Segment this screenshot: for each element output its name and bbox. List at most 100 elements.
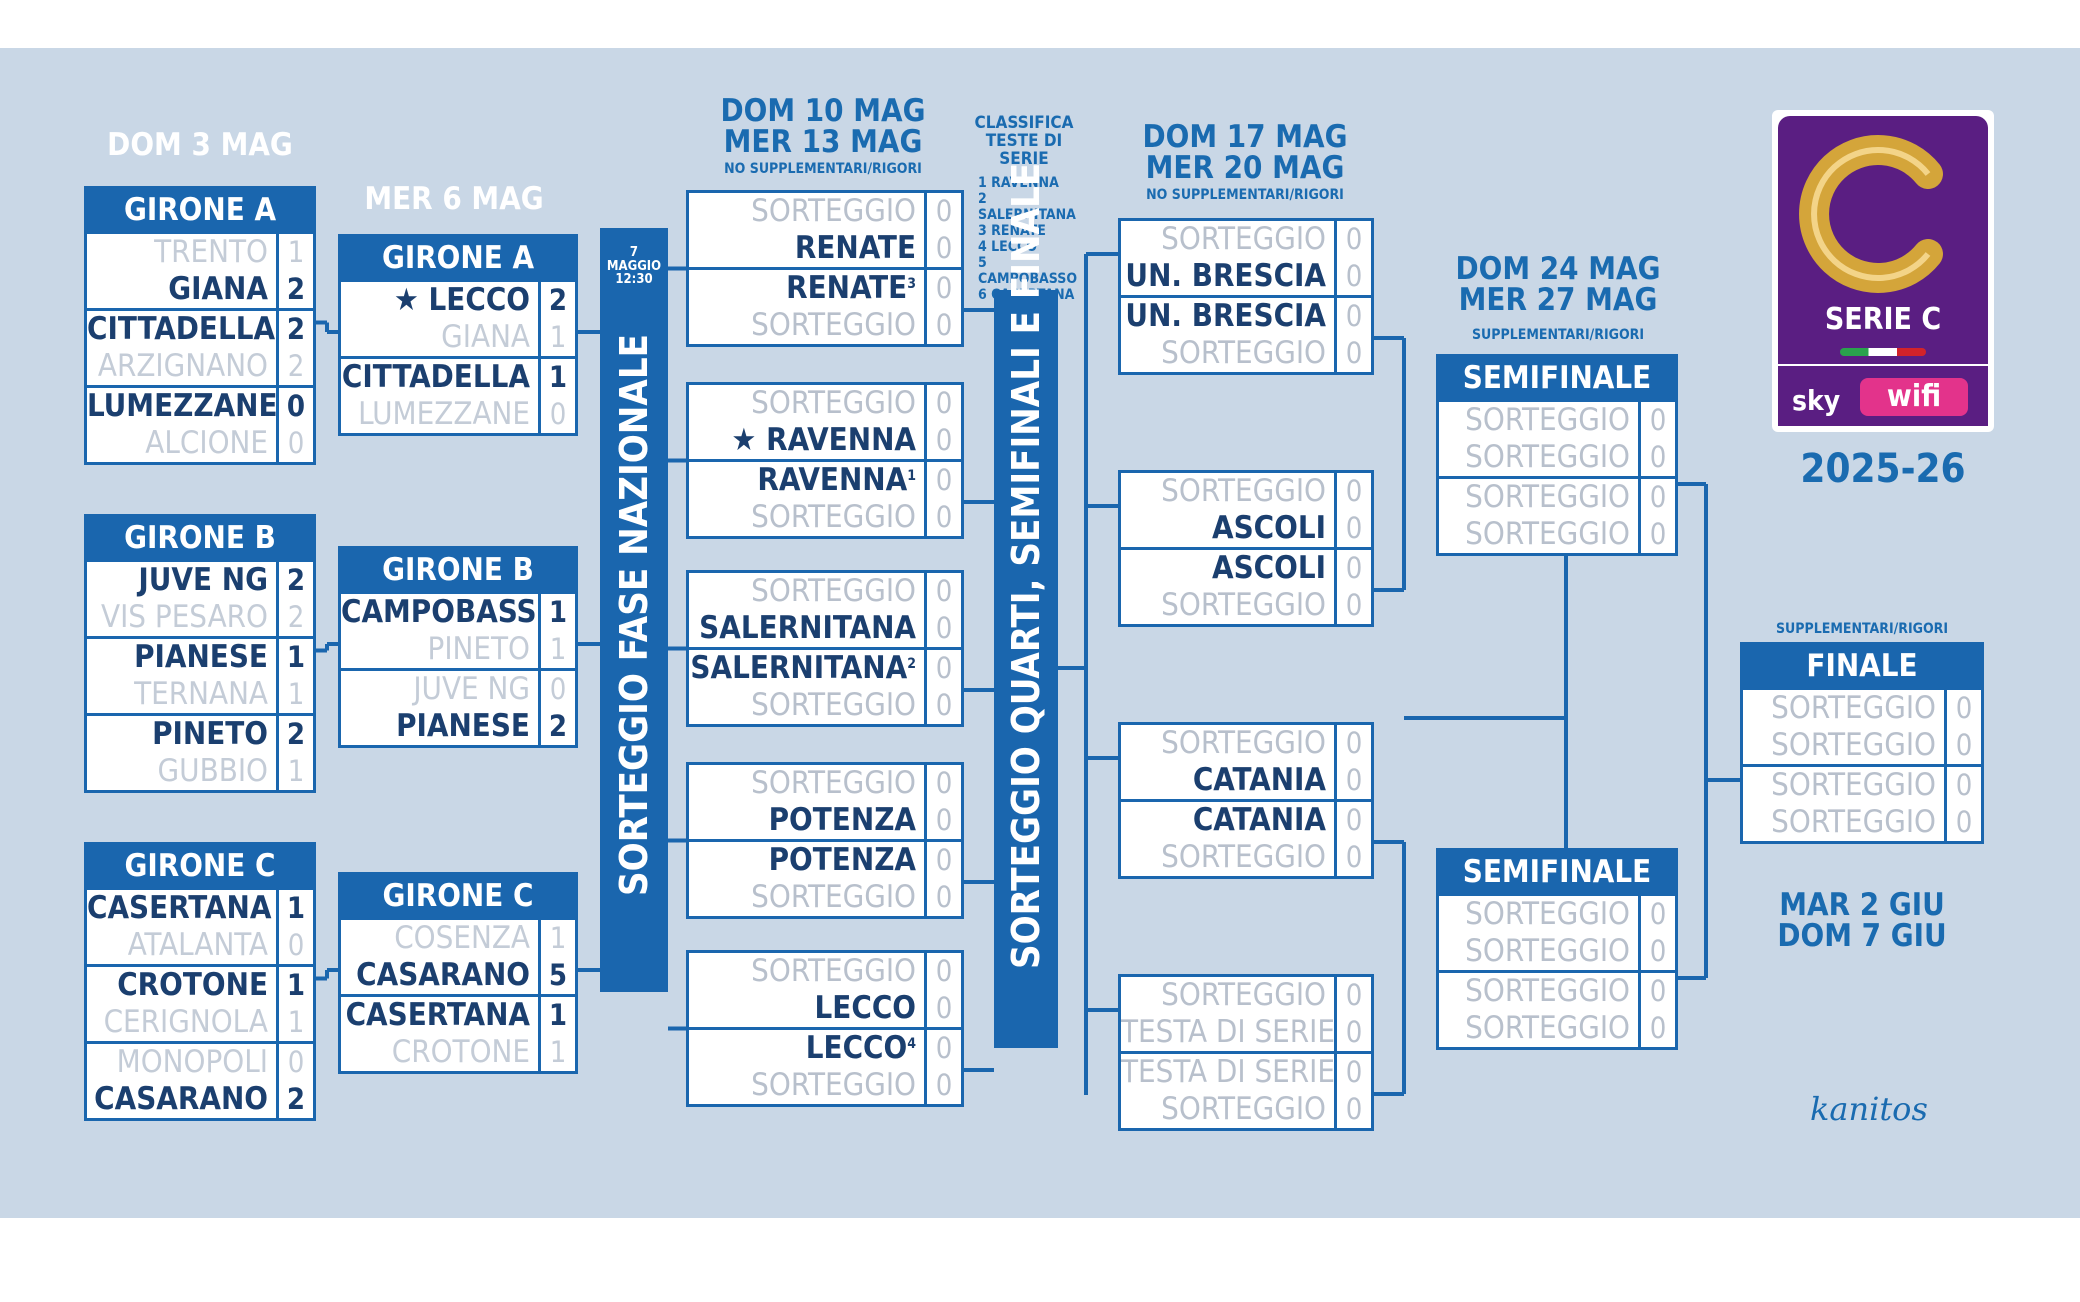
team-score: 1 [276,676,313,713]
match: ASCOLI 0 SORTEGGIO 0 [1121,547,1371,624]
team-score: 0 [1334,335,1371,372]
team-name: SORTEGGIO [1771,767,1936,803]
team-name: ★ RAVENNA [731,422,916,458]
team-score: 0 [924,842,961,879]
team-score: 0 [924,270,961,307]
logo-sponsor: sky wifi [1778,366,1988,426]
match: LECCO4 0 SORTEGGIO 0 [689,1027,961,1104]
team-score: 2 [276,1081,313,1118]
team-row: JUVE NG 2 [87,562,313,599]
group-title: SEMIFINALE [1439,851,1675,893]
match: JUVE NG 0 PIANESE 2 [341,668,575,745]
tie-box: SORTEGGIO 0 SALERNITANA 0 SALERNITANA2 0… [686,570,964,727]
final-note: SUPPLEMENTARI/RIGORI [1775,621,1949,637]
match: SORTEGGIO 0 SALERNITANA 0 [689,573,961,647]
team-name: SORTEGGIO [1771,727,1936,763]
team-row: SORTEGGIO 0 [1121,977,1371,1014]
team-score: 0 [1334,1054,1371,1091]
team-name: JUVE NG [138,562,268,598]
team-name: SORTEGGIO [1771,804,1936,840]
team-row: TRENTO 1 [87,234,313,271]
tie-box: SORTEGGIO 0 POTENZA 0 POTENZA 0 SORTEGGI… [686,762,964,919]
team-score: 0 [1334,587,1371,624]
team-row: TERNANA 1 [87,676,313,713]
team-score: 0 [1944,727,1981,764]
team-name: CATANIA [1192,762,1326,798]
tie-box: SORTEGGIO 0 ★ RAVENNA 0 RAVENNA1 0 SORTE… [686,382,964,539]
round1-date: DOM 3 MAG [107,127,293,163]
group-title: SEMIFINALE [1439,357,1675,399]
logo-serie-c: SERIE C [1824,302,1942,337]
team-name: RAVENNA1 [757,462,916,498]
team-row: SORTEGGIO 0 [1439,933,1675,970]
team-row: PIANESE 1 [87,639,313,676]
team-name: SORTEGGIO [1465,896,1630,932]
match: SORTEGGIO 0 SORTEGGIO 0 [1439,970,1675,1047]
team-score: 2 [276,716,313,753]
team-score: 0 [1334,839,1371,876]
group-box: GIRONE C COSENZA 1 CASARANO 5 CASERTANA … [338,872,578,1074]
group-box: GIRONE A ★ LECCO 2 GIANA 1 CITTADELLA 1 … [338,234,578,436]
team-score: 0 [538,396,575,433]
team-score: 0 [1334,473,1371,510]
team-score: 0 [276,1044,313,1081]
team-name: SORTEGGIO [1161,221,1326,257]
team-score: 0 [1638,516,1675,553]
team-row: JUVE NG 0 [341,671,575,708]
team-name: SORTEGGIO [1161,977,1326,1013]
team-name: CERIGNOLA [103,1004,268,1040]
team-row: SORTEGGIO 0 [689,499,961,536]
team-row: SORTEGGIO 0 [689,193,961,230]
team-row: MONOPOLI 0 [87,1044,313,1081]
team-score: 0 [1334,258,1371,295]
team-score: 0 [1334,221,1371,258]
team-score: 1 [276,890,313,927]
team-name: PINETO [427,631,531,667]
team-name: TERNANA [134,676,268,712]
match: COSENZA 1 CASARANO 5 [341,917,575,994]
match: LUMEZZANE 0 ALCIONE 0 [87,385,313,462]
match: SORTEGGIO 0 SORTEGGIO 0 [1743,687,1981,764]
team-row: SORTEGGIO 0 [1121,335,1371,372]
national-draw-banner [600,228,668,992]
team-name: CROTONE [391,1034,530,1070]
team-name: UN. BRESCIA [1125,298,1326,334]
team-name: TESTA DI SERIE [1121,1014,1334,1050]
team-name: LUMEZZANE [87,388,276,424]
team-row: CITTADELLA 2 [87,311,313,348]
team-name: SALERNITANA2 [690,650,916,686]
group-box: FINALE SORTEGGIO 0 SORTEGGIO 0 SORTEGGIO… [1740,642,1984,844]
finals-draw-label: SORTEGGIO QUARTI, SEMIFINALI E FINALE [1004,162,1048,969]
team-row: SORTEGGIO 0 [689,385,961,422]
team-name: SORTEGGIO [751,499,916,535]
brand-signature: kanitos [1810,1090,1928,1128]
team-row: SORTEGGIO 0 [689,687,961,724]
match: PIANESE 1 TERNANA 1 [87,636,313,713]
team-row: CASERTANA 1 [341,997,575,1034]
team-name: SORTEGGIO [751,1067,916,1103]
team-score: 0 [924,462,961,499]
team-row: SORTEGGIO 0 [1743,727,1981,764]
team-name: CITTADELLA [341,359,530,395]
team-name: CASERTANA [87,890,272,926]
match: RENATE3 0 SORTEGGIO 0 [689,267,961,344]
tie-box: SORTEGGIO 0 RENATE 0 RENATE3 0 SORTEGGIO… [686,190,964,347]
team-row: SORTEGGIO 0 [689,307,961,344]
match: SORTEGGIO 0 SORTEGGIO 0 [1439,476,1675,553]
team-score: 2 [276,599,313,636]
group-box: GIRONE A TRENTO 1 GIANA 2 CITTADELLA 2 A… [84,186,316,465]
wifi-badge: wifi [1860,378,1968,416]
team-name: GUBBIO [157,753,268,789]
team-name: SORTEGGIO [1465,479,1630,515]
team-row: SORTEGGIO 0 [1743,767,1981,804]
team-row: TESTA DI SERIE 0 [1121,1054,1371,1091]
team-name: SORTEGGIO [1465,439,1630,475]
team-row: SORTEGGIO 0 [1743,804,1981,841]
team-row: SORTEGGIO 0 [1121,587,1371,624]
team-row: SORTEGGIO 0 [1121,839,1371,876]
